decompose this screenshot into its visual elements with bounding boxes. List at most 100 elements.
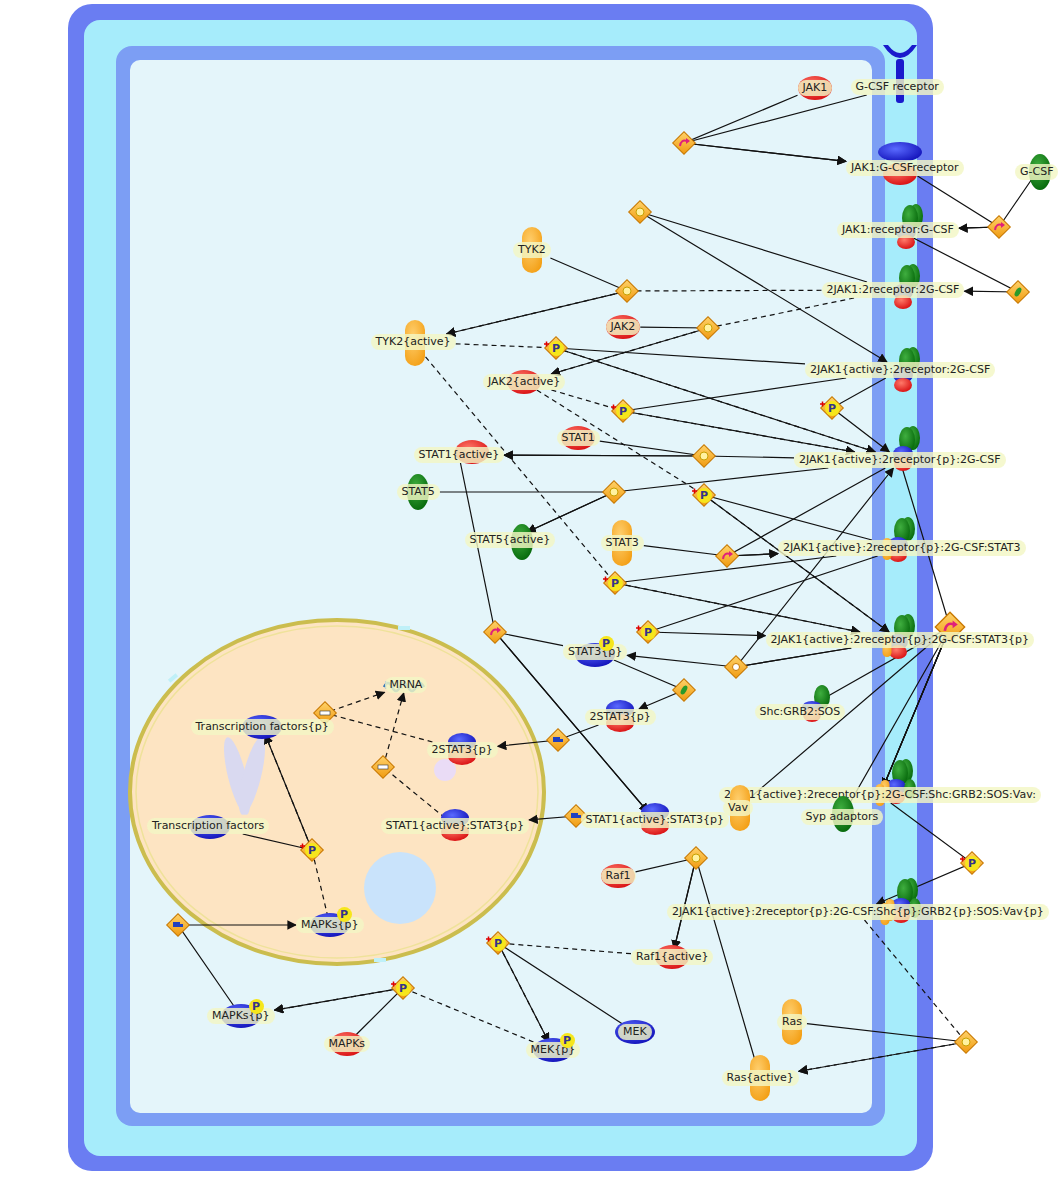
phosphate-mark: P [249,999,264,1014]
molecule-node: Raf1 [601,868,636,884]
molecule-label: STAT1{active}:STAT3{p} [381,818,530,834]
reaction-arc [846,627,950,809]
molecule-node: MRNA [385,677,428,693]
molecule-label: JAK2{active} [483,374,565,390]
molecule-label: Syp adaptors [801,809,884,825]
reaction-arc [460,463,648,812]
molecule-node: MAPKs{p} [207,1008,275,1024]
inner-membrane [116,46,885,1126]
molecule-label: STAT3 [601,535,644,551]
molecule-label: 2JAK1{active}:2receptor{p}:2G-CSF [794,452,1006,468]
molecule-label: Transcription factors{p} [191,719,334,735]
molecule-label: 2STAT3{p} [585,709,656,725]
reaction-arc [420,350,860,632]
molecule-label: STAT1{active} [414,447,505,463]
phosphate-mark: P [305,843,320,858]
molecule-node: JAK1 [798,80,833,96]
molecule-node: TYK2 [513,242,551,258]
phosphate-mark: P [641,625,656,640]
molecule-node: STAT1 [557,430,600,446]
molecule-node: STAT3{p} [563,644,627,660]
molecule-label: 2STAT3{p} [427,742,498,758]
nucleus [130,620,544,964]
molecule-label: Ras [777,1014,807,1030]
molecule-node: Transcription factors{p} [191,719,334,735]
phosphate-mark: P [491,936,506,951]
reaction-arc [456,344,876,452]
reaction-arc [504,455,794,458]
reaction-arc [265,735,328,917]
cytoplasm [130,60,872,1113]
molecule-label: JAK1:receptor:G-CSF [837,222,959,238]
molecule-node: G-CSF [1015,164,1058,180]
phosphate-mark: P [616,404,631,419]
molecule-label: 2JAK1{active}:2receptor{p}:2G-CSF:Shc{p}… [667,904,1049,920]
reaction-arc [440,492,614,532]
reaction-arc [178,925,296,1008]
molecule-label: Shc:GRB2:SOS [755,704,846,720]
phosphate-mark: P [608,576,623,591]
molecule-node: 2JAK1{active}:2receptor{p}:2G-CSF:STAT3{… [766,632,1035,648]
molecule-node: Ras [777,1014,807,1030]
molecule-node: STAT1{active} [414,447,505,463]
molecule-label: STAT5 [397,484,440,500]
reaction-arc [648,556,878,636]
molecule-node: Vav [723,800,753,816]
phosphate-mark: P [560,1033,575,1048]
molecule-node: 2STAT3{p} [427,742,498,758]
molecule-node: 2JAK1{active}:2receptor{p}:2G-CSF:Shc{p}… [667,904,1049,920]
molecule-label: 2JAK1{active}:2receptor{p}:2G-CSF:STAT3 [778,540,1026,556]
molecule-node: Ras{active} [722,1070,799,1086]
molecule-label: STAT5{active} [465,532,556,548]
molecule-label: 2JAK1{active}:2receptor{p}:2G-CSF:Shc:GR… [719,787,1041,803]
molecule-label: STAT1 [557,430,600,446]
molecule-label: JAK1:G-CSFreceptor [846,160,964,176]
molecule-label: 2JAK1{active}:2receptor:2G-CSF [805,362,995,378]
molecule-node: TYK2{active} [371,334,456,350]
molecule-label: MAPKs{p} [207,1008,275,1024]
molecule-node: MAPKs{p} [296,917,364,933]
molecule-node: JAK1:G-CSFreceptor [846,160,964,176]
molecule-label: Transcription factors [147,818,269,834]
phosphate-mark: P [965,856,980,871]
molecule-label: STAT3{p} [563,644,627,660]
molecule-node: G-CSF receptor [851,79,944,95]
molecule-node: JAK1:receptor:G-CSF [837,222,959,238]
molecule-node: STAT1{active}:STAT3{p} [581,812,730,828]
phosphate-mark: P [396,981,411,996]
reaction-arc [799,920,966,1071]
molecule-node: 2JAK1{active}:2receptor{p}:2G-CSF:STAT3 [778,540,1026,556]
molecule-label: G-CSF [1015,164,1058,180]
phosphate-mark: P [697,488,712,503]
molecule-node: MEK [618,1024,652,1040]
phosphate-mark: P [599,636,614,651]
phosphate-mark: P [825,401,840,416]
reaction-arc [623,378,855,452]
molecule-node: STAT5{active} [465,532,556,548]
reaction-arc [537,390,889,632]
cell-membrane [68,4,933,1171]
molecule-label: 2JAK1:2receptor:2G-CSF [822,282,965,298]
molecule-node: 2JAK1{active}:2receptor{p}:2G-CSF [794,452,1006,468]
molecule-label: MAPKs [324,1036,371,1052]
molecule-node: STAT3 [601,535,644,551]
molecule-label: Vav [723,800,753,816]
molecule-label: MEK [618,1024,652,1040]
molecule-label: Raf1 [601,868,636,884]
reaction-arc [275,988,403,1036]
molecule-label: JAK1 [798,80,833,96]
molecule-node: 2JAK1{active}:2receptor:2G-CSF [805,362,995,378]
reaction-arc [876,803,972,904]
reaction-arc [747,627,950,800]
reaction-arc [704,495,889,632]
molecule-node: STAT5 [397,484,440,500]
molecule-node: Syp adaptors [801,809,884,825]
reaction-arc [504,441,704,456]
molecule-label: Raf1{active} [631,949,713,965]
reaction-arc [799,1024,966,1072]
molecule-node: Transcription factors [147,818,269,834]
molecule-node: 2JAK1{active}:2receptor{p}:2G-CSF:Shc:GR… [719,787,1041,803]
molecule-label: JAK2 [606,319,641,335]
reaction-arc [447,290,822,334]
molecule-node: STAT1{active}:STAT3{p} [381,818,530,834]
